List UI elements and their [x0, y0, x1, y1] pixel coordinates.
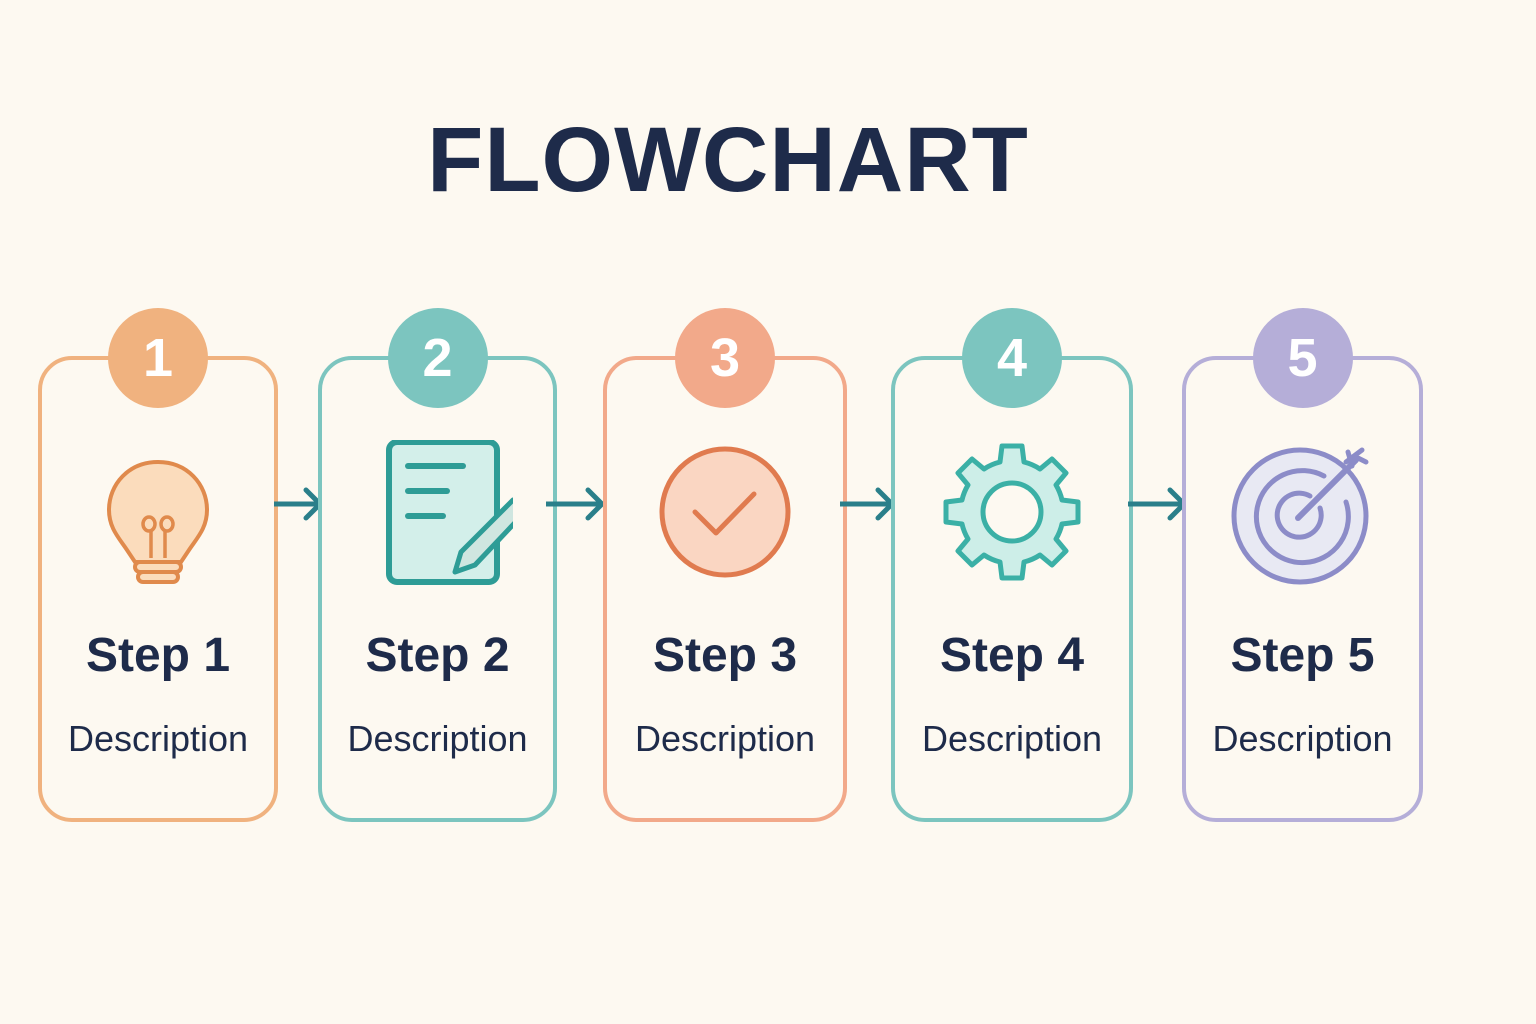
step-number-badge: 5 [1252, 308, 1353, 408]
arrow-right-icon [546, 487, 606, 521]
step-title: Step 5 [1230, 629, 1375, 682]
step-description: Description [67, 718, 249, 759]
step-card-1: 1 Step 1 Description [38, 308, 278, 822]
step-number-badge: 3 [675, 308, 775, 408]
target-icon [1231, 447, 1368, 585]
step-title: Step 1 [85, 629, 231, 682]
lightbulb-icon [106, 459, 210, 584]
step-description: Description [634, 718, 816, 759]
step-card-5: 5 Step 5 Description [1182, 308, 1423, 822]
step-number-badge: 4 [962, 308, 1062, 408]
step-title: Step 3 [652, 629, 798, 682]
page-title: FLOWCHART [427, 109, 1029, 211]
step-card-4: 4 Step 4 Description [891, 308, 1133, 822]
step-title: Step 2 [365, 629, 510, 682]
step-description: Description [1212, 718, 1393, 759]
step-description: Description [921, 718, 1103, 759]
step-number-badge: 2 [387, 308, 488, 408]
step-number-badge: 1 [108, 308, 208, 408]
step-title: Step 4 [939, 629, 1085, 682]
checkmark-circle-icon [659, 446, 791, 578]
step-card-2: 2 Step 2 Description [318, 308, 557, 822]
step-description: Description [347, 718, 528, 759]
step-card-3: 3 Step 3 Description [603, 308, 847, 822]
document-pencil-icon [385, 440, 513, 585]
arrow-right-icon [1128, 487, 1188, 521]
gear-icon [943, 443, 1081, 581]
